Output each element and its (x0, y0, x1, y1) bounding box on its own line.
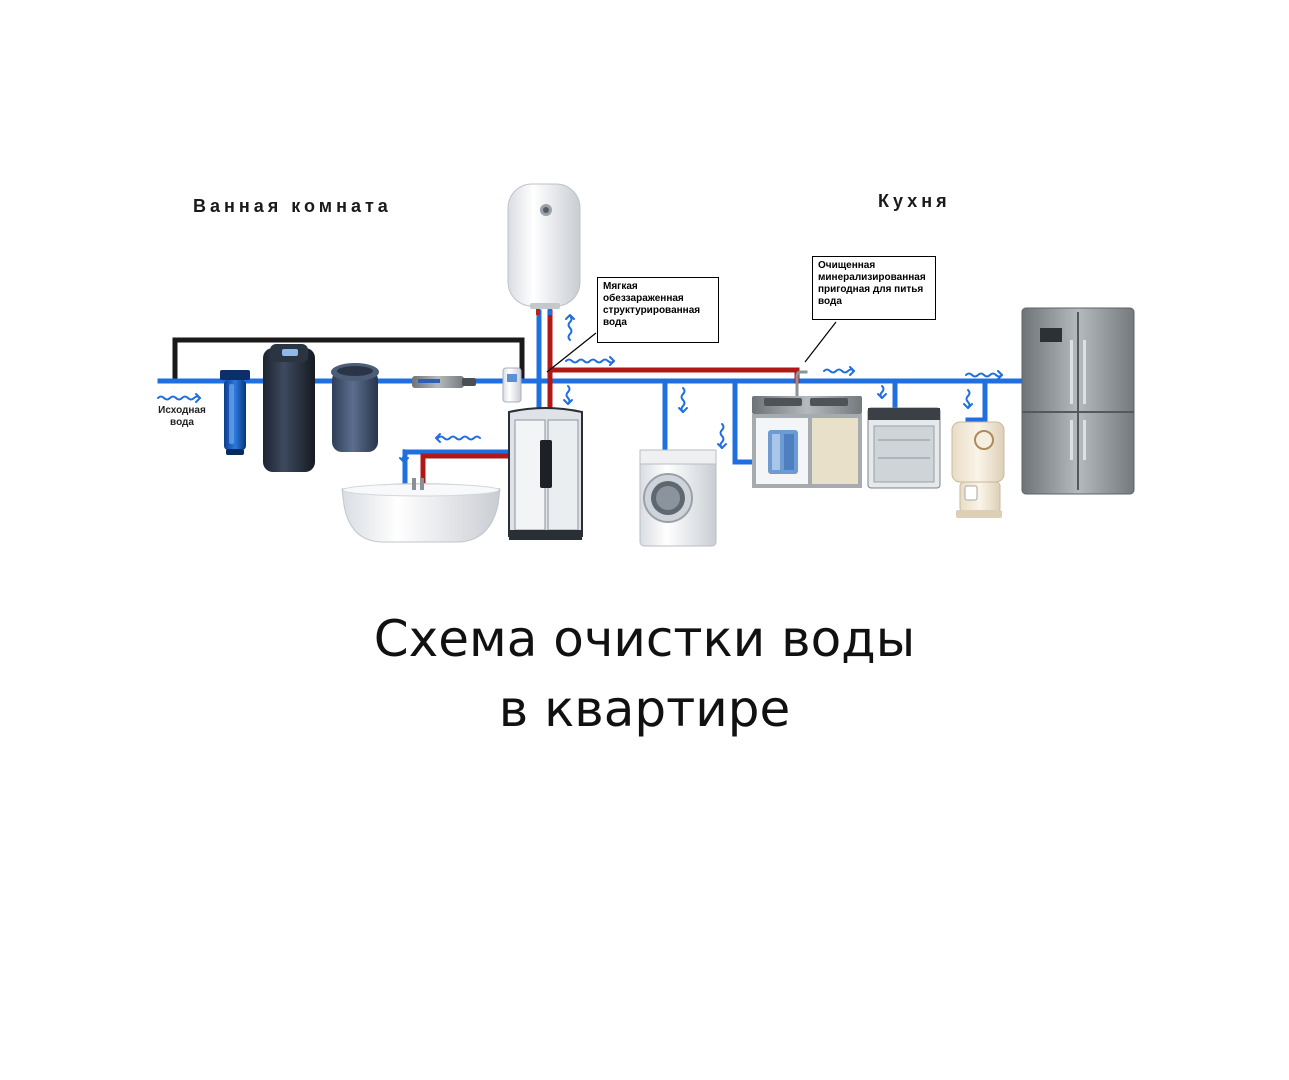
caption-line-2: в квартире (498, 680, 791, 738)
bypass-pipe (172, 337, 525, 383)
brine-tank-icon (331, 363, 379, 452)
flow-arrows (157, 314, 1003, 463)
structurizer-icon (502, 367, 522, 403)
dishwasher-icon (867, 407, 941, 489)
flow-arrow (435, 433, 481, 443)
room-label-bathroom: Ванная комната (193, 196, 392, 216)
faucet (795, 370, 808, 398)
flow-arrow (563, 385, 573, 405)
bathtub-icon (341, 478, 501, 543)
callout-leader (804, 321, 837, 363)
callout-soft-water: Мягкая обеззараженная структурированная … (597, 277, 719, 343)
caption-line-1: Схема очистки воды (373, 610, 916, 668)
callout-drinking-water: Очищенная минерализированная пригодная д… (812, 256, 936, 320)
flow-arrow (717, 423, 727, 449)
uv-sterilizer-icon (412, 376, 476, 388)
prefilter-icon (220, 370, 250, 455)
room-label-kitchen: Кухня (878, 191, 951, 211)
flow-arrow (565, 314, 575, 341)
flow-arrow (963, 389, 973, 409)
flow-arrow (823, 366, 855, 376)
refrigerator-icon (1021, 307, 1135, 495)
softener-icon (263, 344, 315, 472)
drop-coffee (965, 378, 988, 423)
ro-filter-icon (768, 430, 798, 474)
flow-arrow (157, 393, 201, 403)
flow-arrow (965, 370, 1003, 380)
flow-arrow (399, 449, 409, 463)
flow-arrow (877, 385, 887, 399)
shower-cabin-icon (508, 407, 583, 540)
drop-sink-ro (732, 378, 755, 465)
washing-machine-icon (639, 449, 717, 547)
hot-to-bath (420, 453, 553, 489)
coffee-machine-icon (951, 421, 1005, 518)
flow-arrow (678, 387, 688, 413)
flow-arrow (565, 356, 615, 366)
callout-leader (546, 332, 597, 373)
water-heater-icon (507, 183, 581, 315)
source-water-label: Исходная вода (158, 405, 206, 428)
